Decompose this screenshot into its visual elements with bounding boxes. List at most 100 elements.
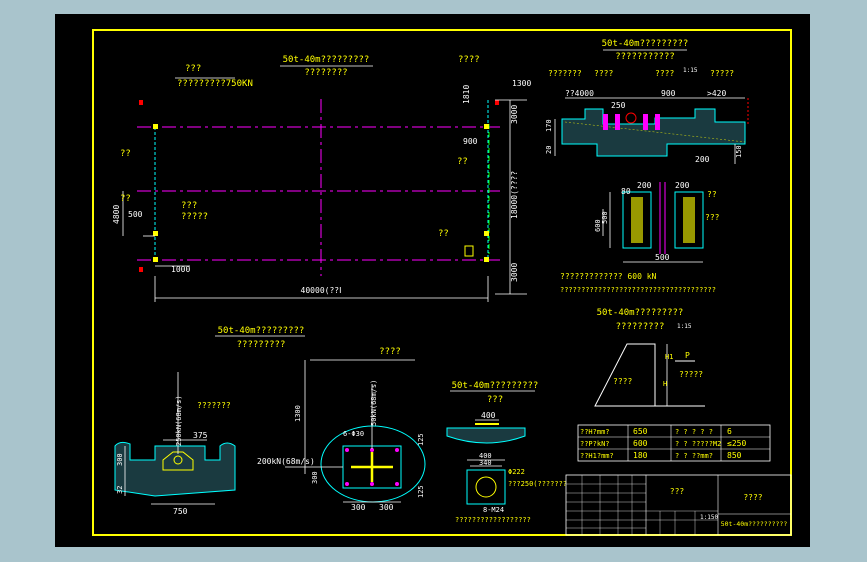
marker	[139, 100, 143, 105]
detail-b-note-1: ????????????? 600 kN	[560, 272, 657, 281]
dim-3000-bottom: 3000	[510, 263, 519, 282]
section-e-title: ????	[379, 347, 401, 357]
dim-500-bottom: 500	[655, 253, 670, 262]
spec-table-cell: ? ? ??mm?	[675, 452, 713, 460]
dim-200-a: 200	[695, 155, 710, 164]
plan-subtitle: ????????	[304, 68, 347, 78]
dim-300-e: 300	[311, 471, 319, 484]
detail-b-left-plate	[622, 191, 652, 249]
spec-table-cell: 650	[633, 427, 648, 436]
section-a-label-1: ???????	[548, 69, 582, 78]
dim-600: 600	[594, 219, 602, 232]
plan-label-right-1: ??	[457, 157, 468, 167]
title-block: ??? ???? 50t-40m?????????? 1:150	[565, 474, 792, 536]
detail-b-right-plate	[674, 191, 704, 249]
section-a-label-2: ????	[594, 69, 613, 78]
section-f-title: 50t-40m?????????	[452, 381, 539, 391]
spec-table-cell: ??H1?mm?	[580, 452, 614, 460]
plan-view: 50t-40m????????? ???????? ??? ?????????7…	[112, 55, 531, 302]
plan-label-left-1: ??	[120, 149, 131, 159]
section-f-label: ???250(???????	[508, 480, 567, 488]
section-a-scale: 1:15	[683, 67, 698, 74]
section-f-note: ??????????????????	[455, 516, 531, 524]
title-block-drawing-name: 50t-40m??????????	[721, 520, 788, 528]
dim-200-b1: 200	[637, 181, 652, 190]
section-a-dims	[554, 97, 745, 164]
title-block-cell-2: ????	[743, 493, 762, 502]
section-a-rebar	[603, 114, 660, 130]
section-f-plate	[466, 469, 506, 505]
plan-label-left-2: ??	[120, 194, 131, 204]
section-a-label-4: ?????	[710, 69, 734, 78]
section-e: ???? 1300 50kN(68m/s) 200kN(68m/s) 6-Φ30…	[257, 347, 426, 512]
support-points	[153, 124, 489, 262]
dim-4800: 4800	[112, 205, 121, 224]
section-a: 50t-40m????????? ??????????? 1:15 ??????…	[545, 39, 749, 164]
dim-300-d: 300	[116, 453, 124, 466]
spec-table-cell: ??P?kN?	[580, 440, 610, 448]
dim-6phi30: 6-Φ30	[343, 430, 364, 438]
spec-table-cell: ≤250	[727, 439, 746, 448]
dim-80: 80	[621, 187, 631, 196]
dim-1300: 1300	[512, 79, 531, 88]
plan-top-label: ???	[185, 64, 201, 74]
detail-b-note-2: ?????????????????????????????????????	[560, 286, 716, 294]
dim-340-f: 340	[479, 459, 492, 467]
spec-table-cell: 850	[727, 451, 742, 460]
section-f-bolt-circle	[475, 476, 497, 498]
dim-900: 900	[463, 137, 478, 146]
section-d: 50t-40m????????? ????????? ??????? 250kN…	[114, 326, 305, 516]
cad-drawing: 50t-40m????????? ???????? ??? ?????????7…	[92, 29, 792, 536]
drawing-canvas: 50t-40m????????? ???????? ??? ?????????7…	[55, 14, 810, 547]
dim-500-b: 500	[601, 211, 609, 224]
spec-table-cell: ? ? ? ? ?	[675, 428, 713, 436]
section-d-concrete	[114, 441, 236, 497]
buffer-profile	[594, 343, 656, 407]
section-d-bracket	[162, 451, 194, 471]
section-f: 50t-40m????????? ??? 400 400 340 Φ222 ??…	[446, 381, 567, 524]
title-block-cell-1: ???	[670, 487, 685, 496]
dim-50kn: 50kN(68m/s)	[370, 380, 378, 426]
detail-b-label-2: ???	[705, 213, 720, 222]
dim-400b-f: 400	[479, 452, 492, 460]
marker	[495, 100, 499, 105]
section-c-subtitle: ?????????	[616, 322, 665, 332]
detail-b-label-1: ??	[707, 190, 717, 199]
dim-375: 375	[193, 431, 208, 440]
plan-top-label-load: ?????????750KN	[177, 79, 253, 89]
dim-750: 750	[173, 507, 188, 516]
section-a-label-3: ????	[655, 69, 674, 78]
section-f-subtitle: ???	[487, 395, 503, 405]
dim-4000: ??4000	[565, 89, 594, 98]
dim-8m24: 8-M24	[483, 506, 504, 514]
dim-phi222: Φ222	[508, 468, 525, 476]
dim-300-e2: 300	[379, 503, 394, 512]
spec-table-cell: ? ? ?????M2	[675, 440, 721, 448]
dim-150: 150	[735, 145, 743, 158]
dim-250kn: 250kN(68m/s)	[175, 395, 183, 446]
section-a-subtitle: ???????????	[615, 52, 675, 62]
dim-1300-e: 1300	[294, 405, 302, 422]
plan-label-mid-1: ???	[181, 201, 197, 211]
label-buffer: ????	[613, 377, 632, 386]
ladder-icon	[464, 245, 474, 257]
dim-18000: 18000(????	[510, 171, 519, 219]
label-p: P	[685, 351, 690, 360]
section-c: 50t-40m????????? ????????? 1:15 P H1 H ?…	[594, 308, 705, 407]
section-f-concrete	[446, 427, 526, 444]
label-buffer-side: ?????	[679, 370, 703, 379]
section-c-title: 50t-40m?????????	[597, 308, 684, 318]
rail-head	[625, 112, 637, 124]
section-a-concrete	[561, 108, 746, 157]
plan-label-right-2: ??	[438, 229, 449, 239]
spec-table-cell: 6	[727, 427, 732, 436]
dim-1810: 1810	[462, 85, 471, 104]
dim-170: 170	[545, 119, 553, 132]
marker	[139, 267, 143, 272]
drawing-border	[92, 29, 792, 536]
dim-32: 32	[116, 486, 124, 494]
section-c-scale: 1:15	[677, 323, 692, 330]
label-h: H	[663, 380, 667, 388]
spec-table-cell: 600	[633, 439, 648, 448]
spec-table: ??H?mm?650? ? ? ? ?6??P?kN?600? ? ?????M…	[577, 424, 771, 462]
